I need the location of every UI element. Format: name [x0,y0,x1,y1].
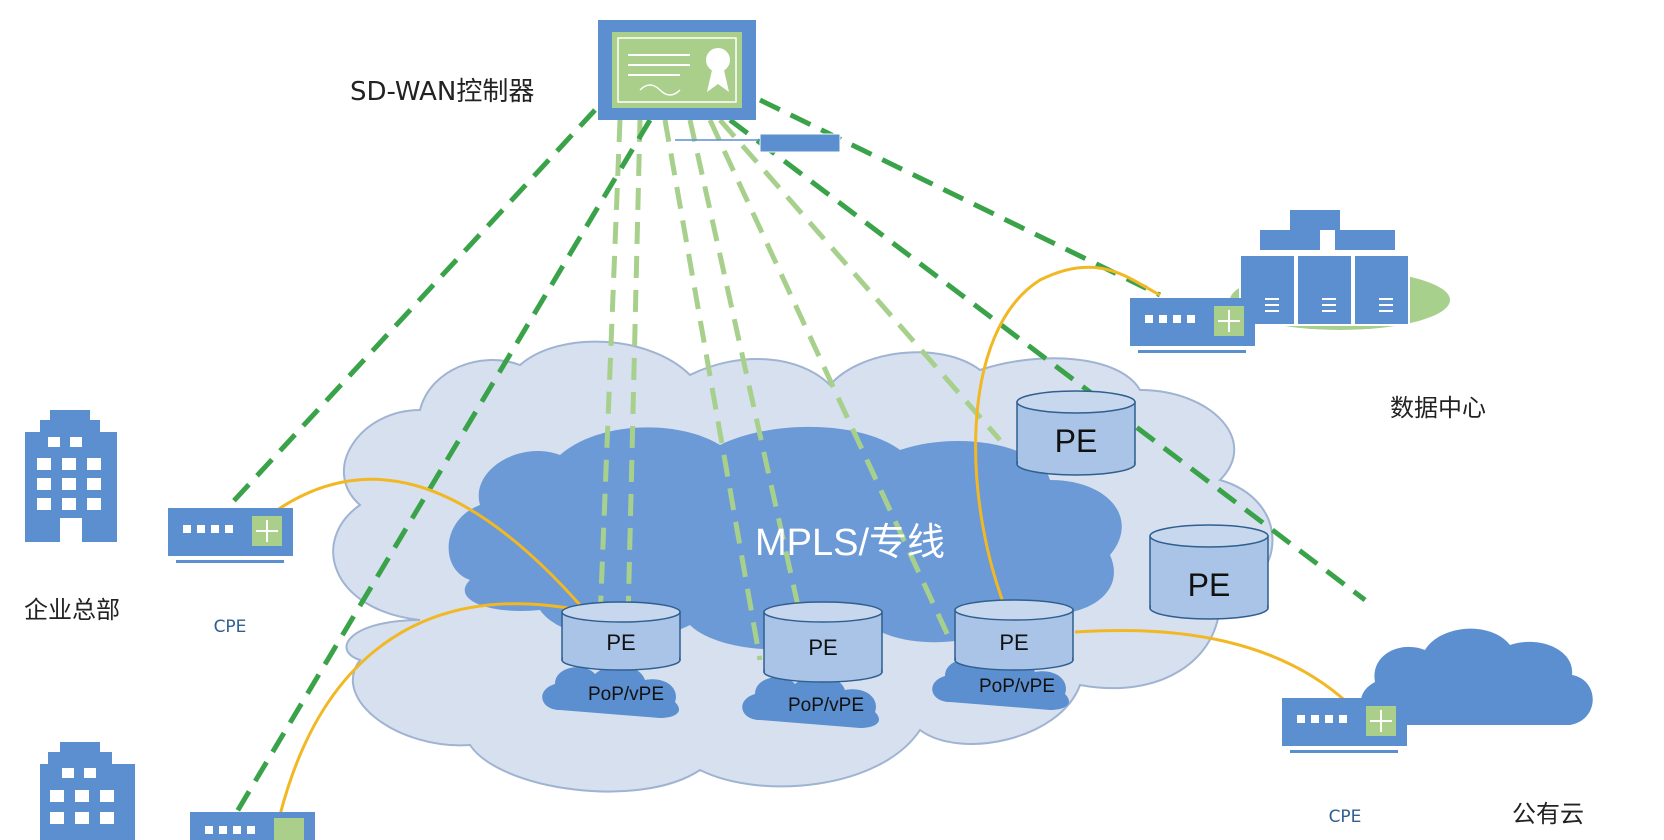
branch-building-icon [40,742,135,840]
cpe-cloud-icon [1282,698,1407,753]
controller-label: SD-WAN控制器 [350,77,534,107]
pop-cloud-2 [742,675,880,728]
cpe-pe-links [269,265,1352,816]
pop-clouds [542,657,1070,728]
controller-switch-icon [759,133,841,153]
hq-label: 企业总部 [24,596,120,624]
cpe-cloud-label: CPE [1329,807,1362,827]
controller-light-links [597,118,1002,661]
cpe-hq-label: CPE [214,617,247,637]
pe-cylinders [561,390,1269,683]
datacenter-icon [1230,210,1450,330]
cpe-hq-icon [168,508,293,563]
pop-label-3: PoP/vPE [979,676,1055,697]
pop-cloud-1 [542,665,680,718]
network-label: MPLS/专线 [755,522,945,564]
public-cloud-icon [1360,628,1593,725]
hq-building-icon [25,410,117,542]
pe-label-2: PE [808,635,837,660]
cpe-branch-icon [190,812,315,840]
pop-label-2: PoP/vPE [788,695,864,716]
pe-cylinder-2 [763,601,883,683]
pe-cylinder-4 [1016,390,1136,476]
pop-cloud-3 [932,657,1070,710]
pe-cylinder-3 [954,599,1074,671]
pop-label-1: PoP/vPE [588,684,664,705]
cpe-datacenter-icon [1130,298,1255,353]
datacenter-label: 数据中心 [1390,394,1486,422]
pe-label-4: PE [1055,423,1098,459]
pe-label-5: PE [1188,567,1231,603]
controller-control-links [228,97,1367,817]
pe-cylinder-1 [561,601,681,671]
pe-cylinder-5 [1149,524,1269,620]
controller-icon [598,20,756,120]
public-cloud-label: 公有云 [1512,800,1584,828]
pe-label-1: PE [606,630,635,655]
pe-label-3: PE [999,630,1028,655]
